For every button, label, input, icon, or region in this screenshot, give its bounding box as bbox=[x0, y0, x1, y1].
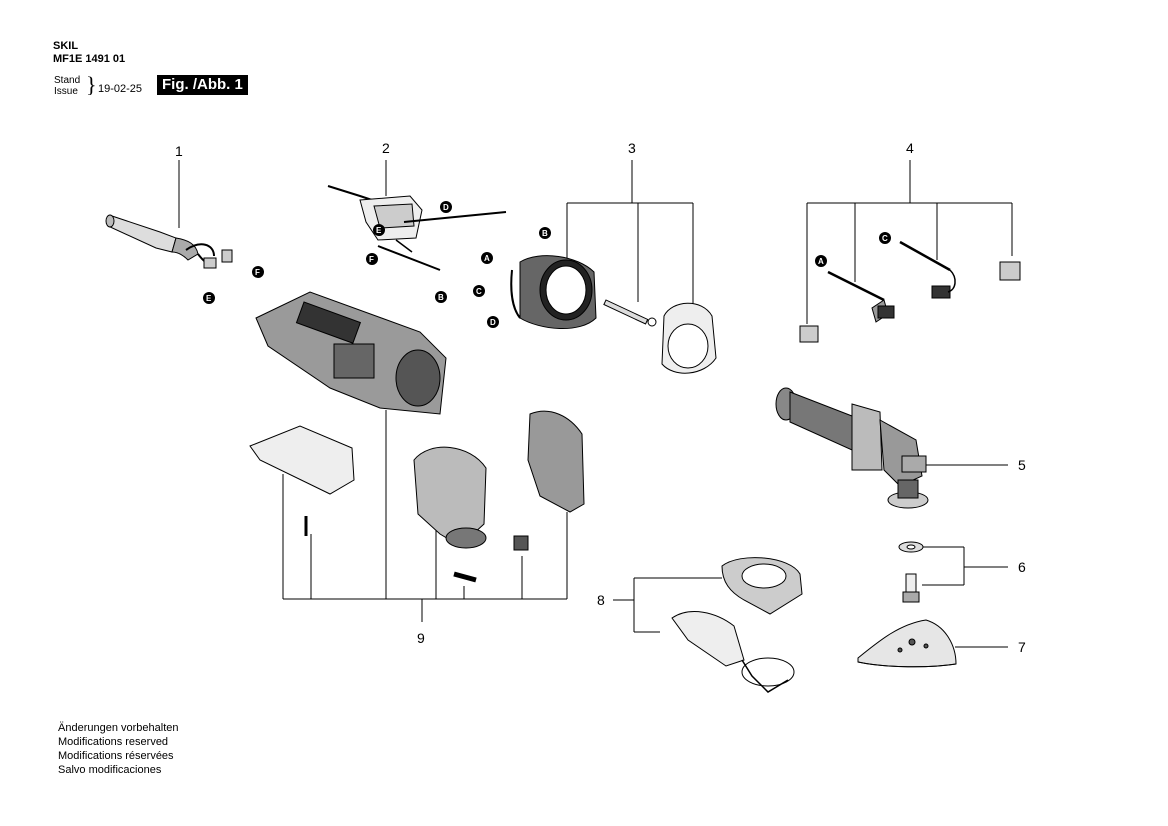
svg-text:A: A bbox=[484, 254, 490, 263]
svg-text:A: A bbox=[818, 257, 824, 266]
svg-text:B: B bbox=[438, 293, 444, 302]
footnote-es: Salvo modificaciones bbox=[58, 764, 162, 776]
part-number-7: 7 bbox=[1018, 639, 1026, 655]
svg-text:E: E bbox=[206, 294, 212, 303]
motor-stator-drawing bbox=[510, 255, 717, 374]
connector-badge-c: C bbox=[473, 285, 485, 297]
svg-text:F: F bbox=[255, 268, 260, 277]
brace-glyph: } bbox=[86, 72, 97, 97]
bracket-6 bbox=[922, 546, 1008, 586]
part-number-9: 9 bbox=[417, 630, 425, 646]
washer-bolt-drawing bbox=[898, 541, 924, 603]
issue-label: Issue bbox=[54, 86, 78, 97]
part-number-8: 8 bbox=[597, 592, 605, 608]
switch-assembly-drawing bbox=[327, 185, 507, 271]
part-number-1: 1 bbox=[175, 143, 183, 159]
svg-text:B: B bbox=[542, 229, 548, 238]
model-number: MF1E 1491 01 bbox=[53, 53, 126, 65]
sanding-pad-drawing bbox=[857, 619, 957, 668]
issue-date: 19-02-25 bbox=[98, 83, 143, 95]
footnote-en: Modifications reserved bbox=[58, 736, 169, 748]
stand-label: Stand bbox=[54, 75, 81, 86]
dust-extraction-adapter-drawing bbox=[671, 557, 803, 693]
part-number-6: 6 bbox=[1018, 559, 1026, 575]
connector-badges: A B C D A C D E F B F E bbox=[203, 201, 891, 328]
part-number-4: 4 bbox=[906, 140, 914, 156]
connector-badge-f: F bbox=[366, 253, 378, 265]
connector-badge-a: A bbox=[481, 252, 493, 264]
svg-text:E: E bbox=[376, 226, 382, 235]
connector-badge-e: E bbox=[373, 224, 385, 236]
part-number-5: 5 bbox=[1018, 457, 1026, 473]
bracket-8 bbox=[613, 577, 722, 633]
figure-label: Fig. /Abb. 1 bbox=[157, 75, 248, 95]
part-number-3: 3 bbox=[628, 140, 636, 156]
armature-gearhead-drawing bbox=[775, 387, 929, 509]
footnotes: Änderungen vorbehalten Modifications res… bbox=[58, 721, 178, 777]
svg-text:C: C bbox=[476, 287, 482, 296]
connector-badge-f2: F bbox=[252, 266, 264, 278]
connector-badge-d2: D bbox=[440, 201, 452, 213]
connector-badge-d: D bbox=[487, 316, 499, 328]
svg-text:F: F bbox=[369, 255, 374, 264]
footnote-de: Änderungen vorbehalten bbox=[58, 722, 179, 734]
connector-badge-b: B bbox=[539, 227, 551, 239]
part-number-2: 2 bbox=[382, 140, 390, 156]
power-cord-drawing bbox=[105, 214, 233, 269]
bracket-9 bbox=[282, 410, 568, 622]
connector-badge-c2: C bbox=[879, 232, 891, 244]
carbon-brushes-drawing bbox=[799, 240, 1021, 343]
svg-text:D: D bbox=[490, 318, 496, 327]
bracket-3 bbox=[566, 160, 694, 306]
connector-badge-b2: B bbox=[435, 291, 447, 303]
footnote-fr: Modifications réservées bbox=[58, 750, 174, 762]
bracket-4 bbox=[806, 160, 1013, 324]
svg-text:D: D bbox=[443, 203, 449, 212]
svg-text:C: C bbox=[882, 234, 888, 243]
housing-parts-drawing bbox=[249, 291, 585, 583]
connector-badge-a2: A bbox=[815, 255, 827, 267]
connector-badge-e2: E bbox=[203, 292, 215, 304]
brand-name: SKIL bbox=[53, 40, 79, 52]
